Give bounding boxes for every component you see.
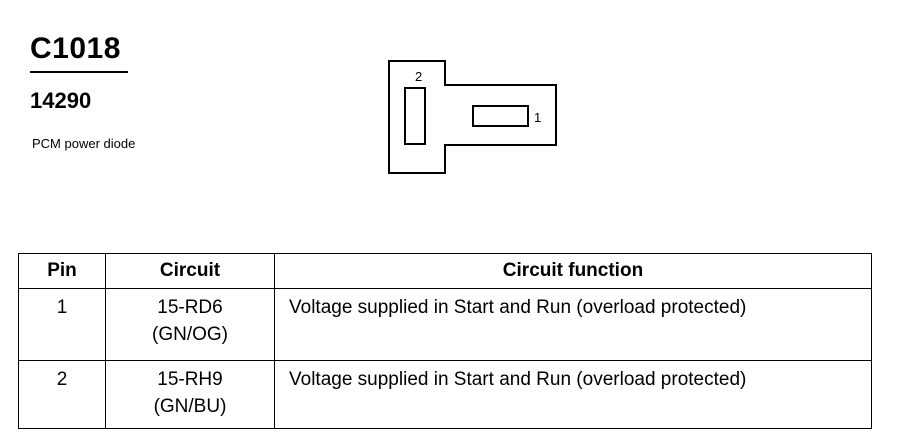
circuit-color: (GN/BU) [153, 396, 227, 417]
header-pin: Pin [18, 253, 106, 289]
pin-2-label: 2 [415, 69, 422, 84]
header-circuit: Circuit [105, 253, 275, 289]
circuit-cell: 15-RD6 (GN/OG) [105, 288, 275, 361]
part-number: 14290 [30, 88, 92, 113]
connector-diagram: 1 2 [388, 60, 557, 174]
circuit-code: 15-RD6 [157, 297, 223, 318]
table-row: 1 15-RD6 (GN/OG) Voltage supplied in Sta… [18, 288, 872, 361]
pin-cell: 1 [18, 288, 106, 361]
header-circuit-function: Circuit function [274, 253, 872, 289]
circuit-color: (GN/OG) [152, 324, 228, 345]
function-cell: Voltage supplied in Start and Run (overl… [274, 288, 872, 361]
table-header-row: Pin Circuit Circuit function [18, 253, 872, 289]
title-underline [30, 71, 128, 73]
pin-cell: 2 [18, 360, 106, 429]
pin-1-label: 1 [534, 110, 541, 125]
pin-1-terminal [472, 105, 529, 127]
function-text: Voltage supplied in Start and Run (overl… [289, 297, 747, 318]
pin-2-terminal [404, 87, 426, 145]
circuit-cell: 15-RH9 (GN/BU) [105, 360, 275, 429]
pin-table: Pin Circuit Circuit function 1 15-RD6 (G… [18, 253, 872, 429]
connector-id: C1018 [30, 32, 121, 65]
function-cell: Voltage supplied in Start and Run (overl… [274, 360, 872, 429]
table-row: 2 15-RH9 (GN/BU) Voltage supplied in Sta… [18, 360, 872, 429]
function-text: Voltage supplied in Start and Run (overl… [289, 369, 747, 390]
connector-description: PCM power diode [32, 136, 136, 151]
circuit-code: 15-RH9 [157, 369, 223, 390]
